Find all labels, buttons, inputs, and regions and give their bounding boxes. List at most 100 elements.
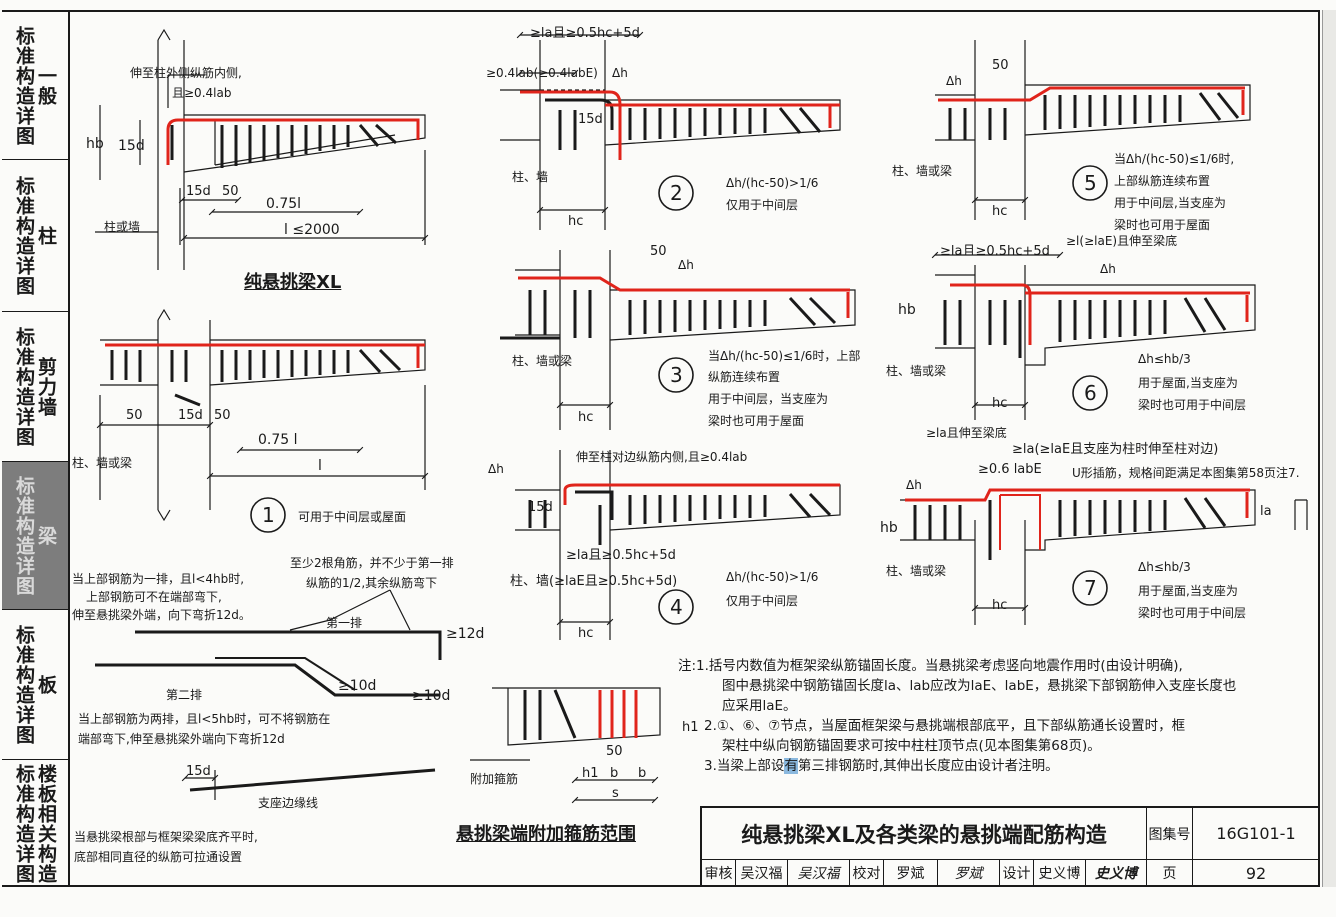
n4-note-2: 仅用于中间层 (726, 594, 799, 608)
n4-support-label: 柱、墙(≥laE且≥0.5hc+5d) (510, 574, 678, 589)
n6-note-3: 梁时也可用于中间层 (1138, 398, 1247, 412)
note-3-prefix: 3.当梁上部设 (704, 758, 785, 774)
drawing-title: 纯悬挑梁XL及各类梁的悬挑端配筋构造 (702, 808, 1147, 860)
n7-note-1: Δh≤hb/3 (1138, 560, 1191, 574)
stirrup-b2: b (638, 766, 647, 781)
n3-delta: Δh (678, 258, 694, 272)
note-3: 3.当梁上部设有第三排钢筋时,其伸出长度应由设计者注明。 (678, 756, 1318, 776)
n6-hc: hc (992, 396, 1008, 411)
stirrup-h1-vertical: h1 (682, 720, 699, 735)
stirrup-b1: b (610, 766, 619, 781)
node-1-detail (96, 308, 429, 533)
drawing-frame (68, 10, 1320, 887)
n4-delta: Δh (488, 462, 504, 476)
n7-la: la (1260, 504, 1272, 519)
n1-dim-50b: 50 (214, 408, 231, 423)
n6-note-2: 用于屋面,当支座为 (1138, 376, 1238, 390)
chapter-index-sidebar: 标准构造详图 一般 标准构造详图 柱 标准构造详图 剪力墙 标准构造详图 梁 标… (2, 10, 68, 887)
n1-note: 可用于中间层或屋面 (298, 510, 407, 524)
n6-delta: Δh (1100, 262, 1116, 276)
designer-name: 史义博 (1034, 860, 1086, 887)
note-2a: 2.①、⑥、⑦节点，当屋面框架梁与悬挑端根部底平，且下部纵筋通长设置时，框 (704, 718, 1186, 734)
bars-row-2: 第二排 (166, 688, 203, 702)
note-2b: 架柱中纵向钢筋锚固要求可按中柱柱顶节点(见本图集第68页)。 (722, 738, 1101, 754)
node-7-detail (900, 488, 1308, 625)
bars-dim-12d: ≥12d (446, 626, 485, 642)
n7-note-2: 用于屋面,当支座为 (1138, 584, 1238, 598)
note-3-suffix: 第三排钢筋时,其伸出长度应由设计者注明。 (797, 758, 1059, 774)
index-slab[interactable]: 标准构造详图 板 (2, 610, 68, 760)
xl-support-label: 柱或墙 (104, 220, 141, 234)
reviewer-signature: 吴汉福 (788, 860, 850, 887)
extra-stirrup-sketch (470, 687, 661, 804)
n2-note-2: 仅用于中间层 (726, 198, 799, 212)
n3-support-label: 柱、墙或梁 (512, 354, 573, 368)
index-shear-wall[interactable]: 标准构造详图 剪力墙 (2, 312, 68, 462)
n3-dim-50: 50 (650, 244, 667, 259)
xl-anchor-note-2: 且≥0.4lab (172, 86, 232, 100)
xl-title: 纯悬挑梁XL (244, 272, 342, 293)
index-column[interactable]: 标准构造详图 柱 (2, 160, 68, 312)
n7-vert-dim: ≥la且伸至梁底 (926, 426, 1007, 440)
title-block: 纯悬挑梁XL及各类梁的悬挑端配筋构造 图集号 16G101-1 审核 吴汉福 吴… (700, 806, 1320, 887)
bars-note-c1: 当上部钢筋为两排，且l<5hb时，可不将钢筋在 (78, 712, 331, 726)
n5-note-1: 当Δh/(hc-50)≤1/6时, (1114, 152, 1235, 166)
bars-edge-label: 支座边缘线 (258, 796, 319, 810)
n5-dim-50: 50 (992, 58, 1009, 73)
note-1b: 图中悬挑梁中钢筋锚固长度la、lab应改为laE、labE，悬挑梁下部钢筋伸入支… (722, 678, 1237, 694)
design-label: 设计 (1000, 860, 1034, 887)
index-column-title: 标准构造详图 (13, 175, 35, 296)
check-label: 校对 (850, 860, 884, 887)
bars-note-a1: 当上部钢筋为一排，且l<4hb时, (72, 572, 245, 586)
n5-note-2: 上部纵筋连续布置 (1114, 174, 1211, 188)
n5-hc: hc (992, 204, 1008, 219)
index-slab-related-title: 标准构造详图 (13, 763, 35, 884)
index-beam-category: 梁 (35, 525, 57, 546)
stirrup-label: 附加箍筋 (470, 772, 519, 786)
index-beam[interactable]: 标准构造详图 梁 (2, 462, 68, 610)
stirrup-s: s (612, 786, 619, 801)
node-2-detail (500, 31, 841, 230)
n4-top-note: 伸至柱对边纵筋内侧,且≥0.4lab (576, 450, 748, 464)
checker-name: 罗斌 (884, 860, 938, 887)
stirrup-title: 悬挑梁端附加箍筋范围 (456, 824, 636, 845)
n1-dim-50a: 50 (126, 408, 143, 423)
n2-top-dim: ≥la且≥0.5hc+5d (530, 26, 640, 41)
bars-note-b1: 至少2根角筋，并不少于第一排 (290, 556, 454, 570)
n3-note-1: 当Δh/(hc-50)≤1/6时，上部 (708, 349, 861, 363)
xl-hb: hb (86, 136, 104, 152)
node-4-detail (515, 450, 841, 640)
n2-delta: Δh (612, 66, 628, 80)
n1-support-label: 柱、墙或梁 (72, 456, 133, 470)
n7-support-label: 柱、墙或梁 (886, 564, 947, 578)
bars-dim-10d-b: ≥10d (412, 688, 451, 704)
n1-dim-l: l (318, 458, 322, 474)
n2-number: 2 (670, 181, 683, 205)
n3-note-4: 梁时也可用于屋面 (708, 414, 805, 428)
n4-bottom-dim: ≥la且≥0.5hc+5d (566, 548, 676, 563)
n5-delta: Δh (946, 74, 962, 88)
general-notes: 注:1.括号内数值为框架梁纵筋锚固长度。当悬挑梁考虑竖向地震作用时(由设计明确)… (678, 656, 1318, 776)
n3-hc: hc (578, 410, 594, 425)
xl-anchor-note-1: 伸至柱外侧纵筋内侧, (130, 66, 242, 80)
n3-note-3: 用于中间层，当支座为 (708, 392, 829, 406)
node-3-detail (500, 250, 856, 430)
n2-dim-15d: 15d (578, 112, 603, 127)
atlas-label: 图集号 (1147, 808, 1193, 860)
n6-vert-dim: ≥l(≥laE)且伸至梁底 (1066, 234, 1178, 248)
index-general[interactable]: 标准构造详图 一般 (2, 12, 68, 160)
bars-note-c2: 端部弯下,伸至悬挑梁外端向下弯折12d (78, 732, 285, 746)
n7-hb: hb (880, 520, 898, 536)
bars-row-1: 第一排 (326, 616, 363, 630)
n6-hb: hb (898, 302, 916, 318)
n2-hc: hc (568, 214, 584, 229)
bars-note-a2: 上部钢筋可不在端部弯下, (86, 590, 222, 604)
reviewer-name: 吴汉福 (736, 860, 788, 887)
n4-number: 4 (670, 595, 683, 619)
n5-number: 5 (1084, 171, 1097, 195)
bars-note-a3: 伸至悬挑梁外端，向下弯折12d。 (72, 608, 251, 622)
n3-note-2: 纵筋连续布置 (708, 370, 781, 384)
index-slab-related[interactable]: 标准构造详图 楼板相关构造 (2, 760, 68, 887)
